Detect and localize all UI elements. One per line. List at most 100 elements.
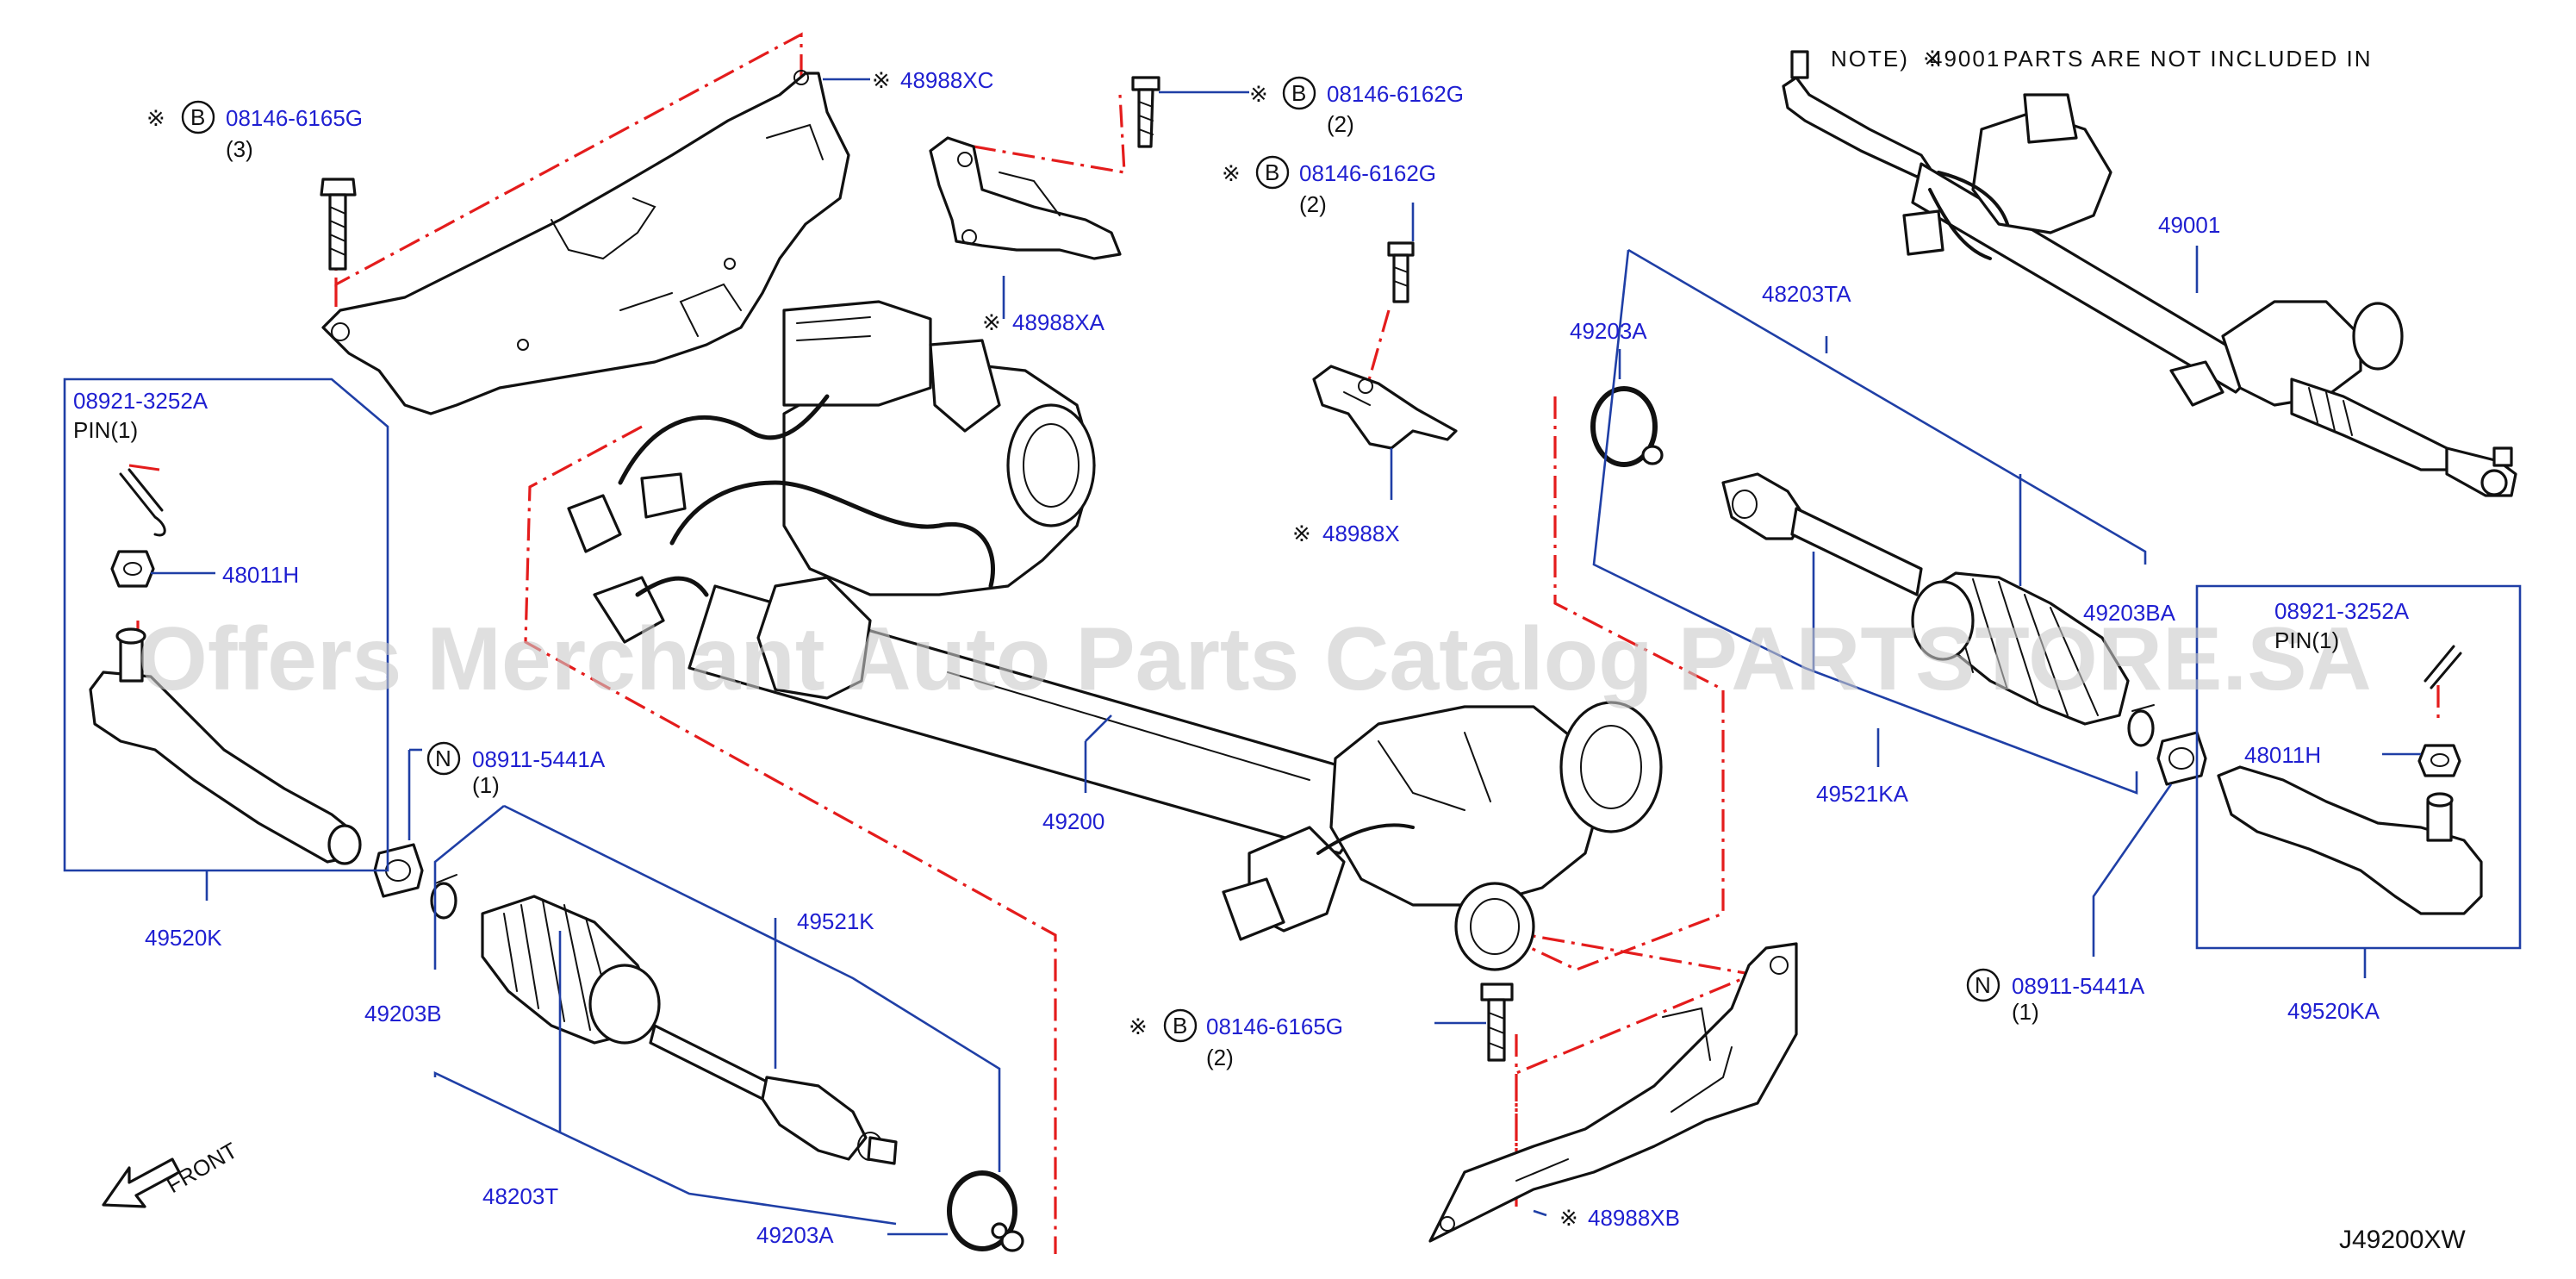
note-star: ※ xyxy=(1923,46,1944,72)
inner-rod-right-drawing xyxy=(1721,472,1923,596)
part-number: 49203A xyxy=(756,1222,834,1248)
callout-49520ka[interactable]: 49520KA xyxy=(2287,998,2380,1024)
bracket-48988xc-drawing xyxy=(321,70,850,415)
diagram-code: J49200XW xyxy=(2339,1226,2466,1254)
bolt-symbol-icon xyxy=(1282,76,1316,110)
note-code: 49001 xyxy=(1930,46,2000,72)
part-number: 48988XA xyxy=(1012,309,1105,335)
nut-symbol-icon xyxy=(1966,968,2000,1002)
bolt-icon xyxy=(1480,983,1514,1062)
part-name: PIN(1) xyxy=(73,417,138,443)
callout-48203t[interactable]: 48203T xyxy=(482,1183,558,1209)
part-number: 49520KA xyxy=(2287,998,2380,1024)
callout-48988xc[interactable]: ※ 48988XC xyxy=(872,67,993,93)
quantity: (1) xyxy=(2012,999,2039,1025)
callout-bolt-bc[interactable]: ※ B 08146-6165G (2) xyxy=(1129,1008,1343,1070)
callout-bolt-tl[interactable]: ※ B 08146-6165G (3) xyxy=(146,100,363,162)
part-number: 48011H xyxy=(222,562,299,588)
leader-lines xyxy=(63,78,2522,1236)
quantity: (3) xyxy=(226,136,253,162)
star-mark: ※ xyxy=(982,309,1001,335)
part-number: 49200 xyxy=(1042,808,1104,834)
part-number: 48988XC xyxy=(900,67,993,93)
nut-symbol-letter: N xyxy=(435,746,451,771)
note-suffix: PARTS ARE NOT INCLUDED IN xyxy=(2003,46,2373,72)
part-name: PIN(1) xyxy=(2274,627,2339,653)
clamp-left-drawing xyxy=(430,874,457,920)
callout-bolt-tc2[interactable]: ※ B 08146-6162G (2) xyxy=(1222,155,1436,217)
assembly-49001-drawing xyxy=(1782,50,2517,497)
callout-pin-left[interactable]: 08921-3252A PIN(1) xyxy=(73,388,208,443)
part-number: 08146-6165G xyxy=(1206,1014,1343,1039)
part-number: 08921-3252A xyxy=(2274,598,2410,624)
callout-pin-right[interactable]: 08921-3252A PIN(1) xyxy=(2274,598,2410,653)
callout-49203a-left[interactable]: 49203A xyxy=(756,1222,834,1248)
part-number: 49520K xyxy=(145,925,222,951)
callout-49521k[interactable]: 49521K xyxy=(797,908,874,934)
bolt-icon xyxy=(1131,76,1160,148)
callout-49203b[interactable]: 49203B xyxy=(364,1001,442,1026)
callout-nut-left[interactable]: N 08911-5441A (1) xyxy=(426,741,606,798)
part-number: 49001 xyxy=(2158,212,2220,238)
callout-bolt-tc1[interactable]: ※ B 08146-6162G (2) xyxy=(1249,76,1464,137)
part-number: 49203A xyxy=(1570,318,1647,344)
bolt-symbol-icon xyxy=(1163,1008,1198,1043)
part-number: 49203B xyxy=(364,1001,442,1026)
callout-nut-right[interactable]: N 08911-5441A (1) xyxy=(1966,968,2145,1025)
part-number: 08146-6165G xyxy=(226,105,363,131)
part-number: 08911-5441A xyxy=(2012,973,2145,999)
part-number: 48011H xyxy=(2244,742,2321,768)
note-prefix: NOTE) xyxy=(1831,46,1909,72)
star-mark: ※ xyxy=(1129,1014,1148,1039)
star-mark: ※ xyxy=(1249,81,1268,107)
callout-49203ba[interactable]: 49203BA xyxy=(2083,600,2176,626)
callout-48988xa[interactable]: ※ 48988XA xyxy=(982,309,1105,335)
front-arrow-icon xyxy=(102,1157,181,1208)
bolt-symbol-letter: B xyxy=(1265,159,1279,185)
part-number: 48203TA xyxy=(1762,281,1851,307)
part-number: 48988X xyxy=(1322,521,1400,546)
star-mark: ※ xyxy=(146,105,165,131)
bracket-48988xa-drawing xyxy=(929,136,1122,260)
nut-right-drawing xyxy=(2156,731,2207,786)
part-number: 48988XB xyxy=(1588,1205,1680,1231)
callout-48203ta[interactable]: 48203TA xyxy=(1762,281,1851,307)
part-number: 08921-3252A xyxy=(73,388,208,414)
watermark-text: Offers Merchant Auto Parts Catalog PARTS… xyxy=(138,609,2372,709)
bolt-symbol-letter: B xyxy=(1291,80,1306,106)
clamp-right-drawing xyxy=(2127,704,2155,747)
star-mark: ※ xyxy=(1292,521,1311,546)
star-mark: ※ xyxy=(1222,160,1241,186)
callout-48988xb[interactable]: ※ 48988XB xyxy=(1559,1205,1680,1231)
nut-symbol-letter: N xyxy=(1975,972,1991,998)
callout-49521ka[interactable]: 49521KA xyxy=(1816,781,1909,807)
note: NOTE) ※ 49001 PARTS ARE NOT INCLUDED IN xyxy=(1831,46,2373,72)
oring-right-drawing xyxy=(1590,386,1664,467)
bolt-icon xyxy=(320,178,357,271)
inner-rod-left-drawing xyxy=(649,1024,898,1165)
quantity: (2) xyxy=(1327,111,1354,137)
part-number: 49521KA xyxy=(1816,781,1909,807)
callout-48988x[interactable]: ※ 48988X xyxy=(1292,521,1400,546)
bolt-symbol-icon xyxy=(1255,155,1290,190)
callout-48011h-right[interactable]: 48011H xyxy=(2244,742,2321,768)
bolt-icon xyxy=(1387,241,1415,303)
oring-left-drawing xyxy=(947,1170,1024,1252)
callout-49203a-right[interactable]: 49203A xyxy=(1570,318,1647,344)
callout-49001[interactable]: 49001 xyxy=(2158,212,2220,238)
callout-48011h-left[interactable]: 48011H xyxy=(222,562,299,588)
part-number: 49203BA xyxy=(2083,600,2176,626)
callout-49520k[interactable]: 49520K xyxy=(145,925,222,951)
part-number: 08146-6162G xyxy=(1299,160,1436,186)
part-number: 08911-5441A xyxy=(472,746,606,772)
nut-symbol-icon xyxy=(426,741,461,776)
tie-rod-end-right-drawing xyxy=(2217,645,2483,915)
bracket-48988xb-drawing xyxy=(1428,942,1798,1243)
boot-right-drawing xyxy=(1911,571,2130,726)
bolt-symbol-letter: B xyxy=(190,104,205,130)
bolt-symbol-icon xyxy=(181,100,215,134)
star-mark: ※ xyxy=(872,67,891,93)
callout-49200[interactable]: 49200 xyxy=(1042,808,1104,834)
